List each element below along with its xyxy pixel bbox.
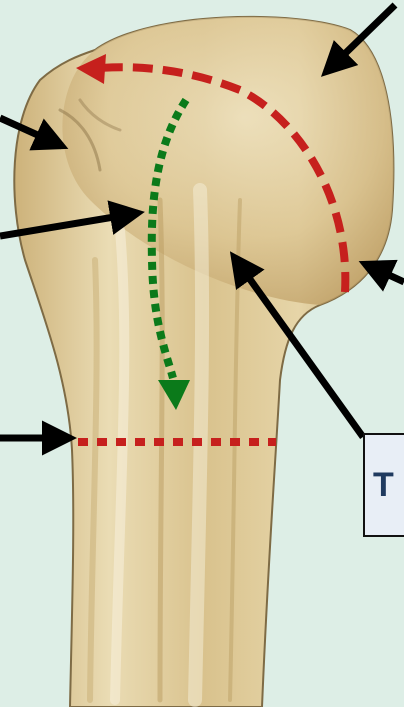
arrow-right-middle xyxy=(365,264,404,282)
callout-box: T xyxy=(363,433,404,537)
callout-label: T xyxy=(373,466,394,505)
